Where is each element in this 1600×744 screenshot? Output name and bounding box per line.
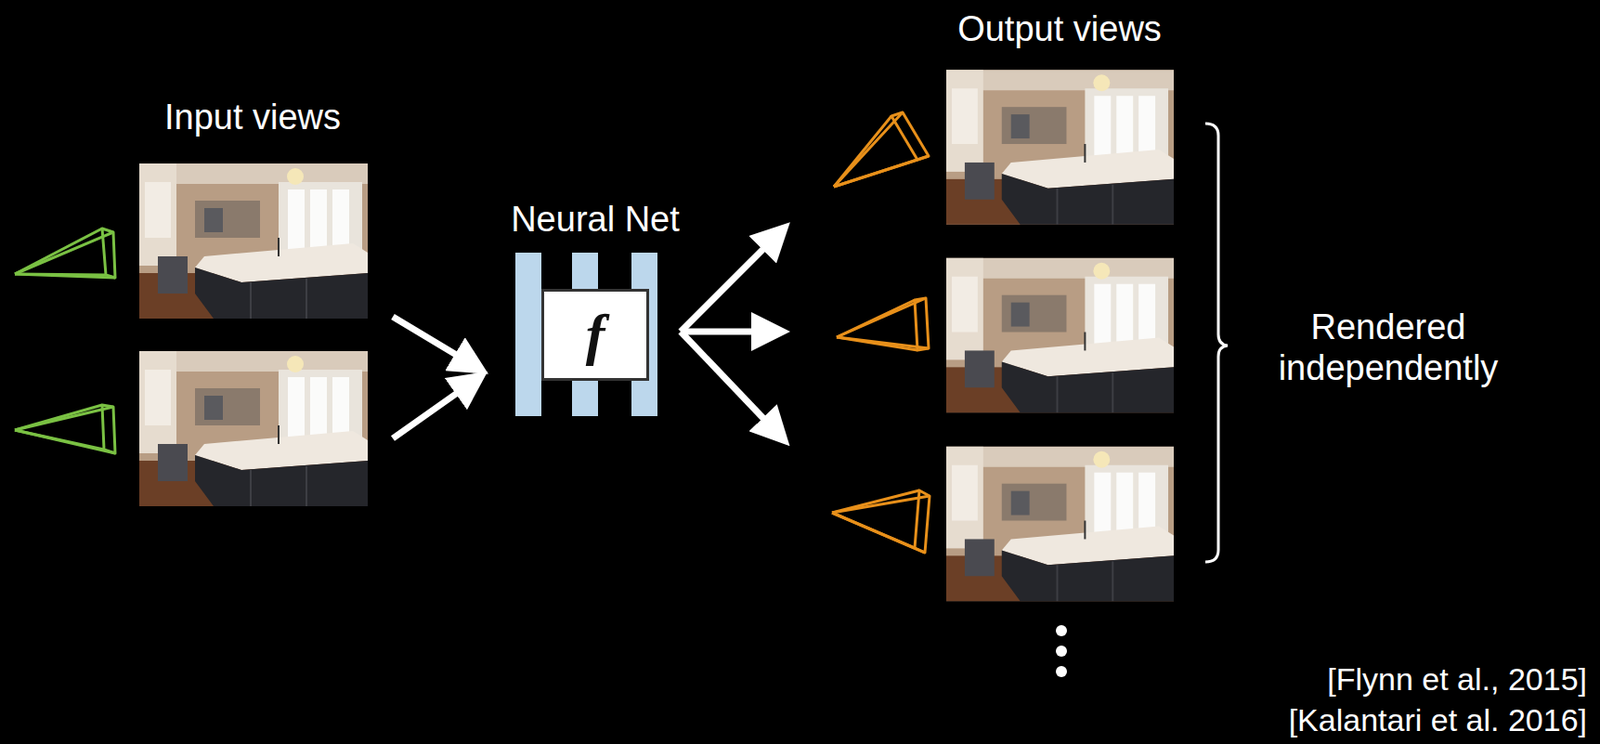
view-group-title: Input views [164,96,341,138]
bracket-note: Rendered independently [1262,306,1514,389]
node-title: Neural Net [510,198,680,240]
network-box: Neural Netf [541,288,650,381]
citation: [Kalantari et al. 2016] [1288,699,1587,741]
citation: [Flynn et al., 2015] [1326,658,1587,700]
view-group-title: Output views [957,8,1162,50]
function-symbol: f [544,301,647,368]
